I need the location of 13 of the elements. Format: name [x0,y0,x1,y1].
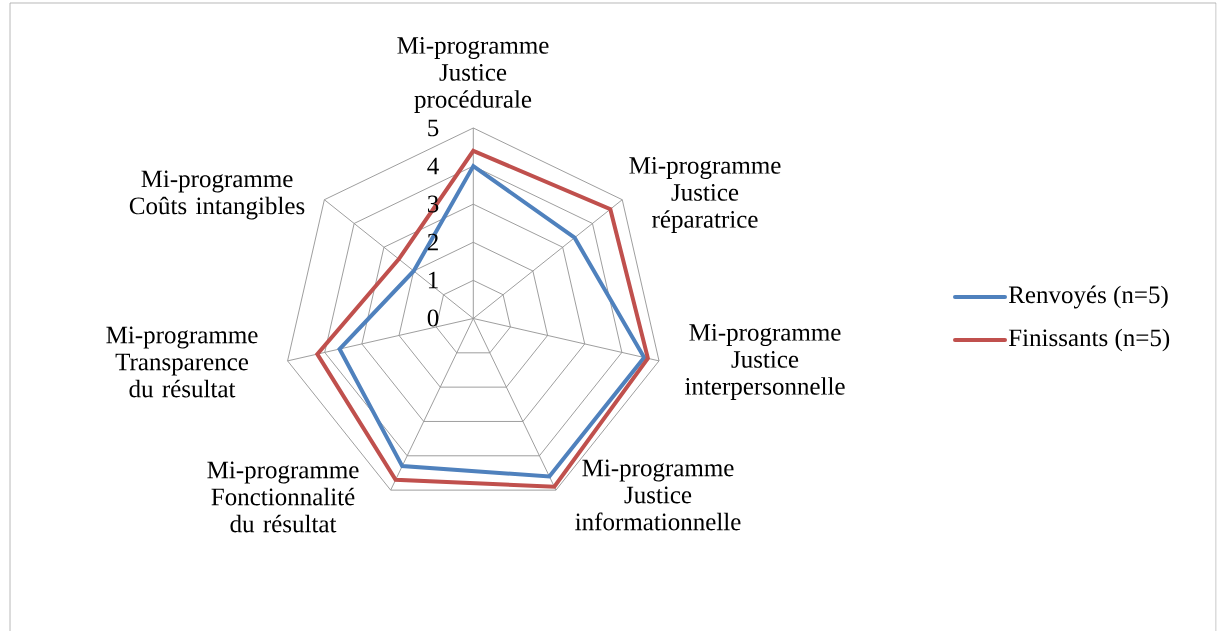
axis-label: Mi-programme Coûts intangibles [129,170,305,220]
tick-label: 4 [427,157,439,175]
axis-label: Mi-programme Fonctionnalité du résultat [207,461,359,533]
legend-label: Renvoyés (n=5) [1008,285,1168,309]
axis-label: Mi-programme Transparence du résultat [106,326,258,398]
tick-label: 1 [428,271,438,289]
tick-label: 0 [427,309,439,327]
axis-label: Mi-programme Justice réparatrice [629,157,781,233]
axis-label: Mi-programme Justice informationnelle [575,459,741,531]
legend-label: Finissants (n=5) [1008,328,1170,352]
axis-label: Mi-programme Justice procédurale [397,37,549,113]
axis-label: Mi-programme Justice interpersonnelle [685,324,845,400]
tick-label: 5 [428,119,439,137]
